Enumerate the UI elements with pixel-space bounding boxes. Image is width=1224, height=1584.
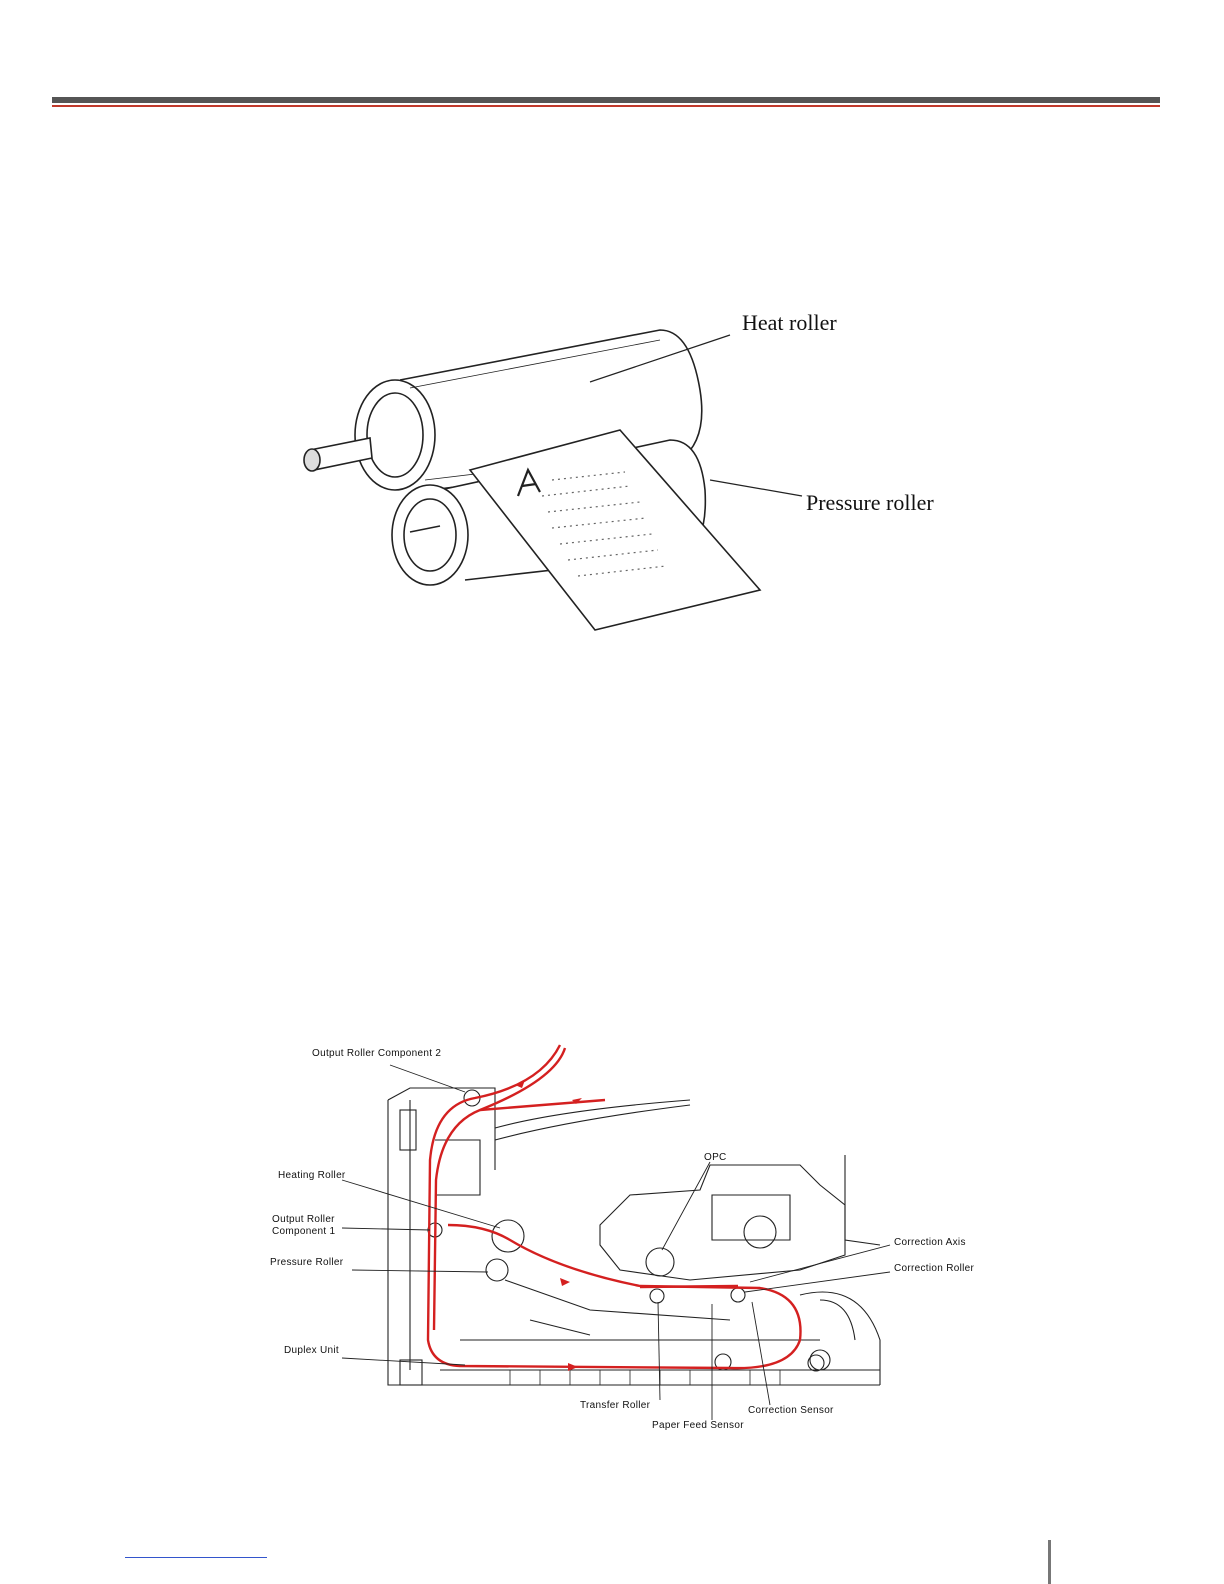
paper-feed-sensor-label: Paper Feed Sensor bbox=[652, 1420, 744, 1431]
correction-roller-label: Correction Roller bbox=[894, 1263, 974, 1274]
header-rule-red bbox=[52, 105, 1160, 107]
output-roller-2-label: Output Roller Component 2 bbox=[312, 1048, 441, 1059]
footer-link-underline[interactable] bbox=[125, 1557, 267, 1558]
pressure-roller-label: Pressure Roller bbox=[270, 1257, 343, 1268]
header-rule-dark bbox=[52, 97, 1160, 103]
correction-axis-label: Correction Axis bbox=[894, 1237, 966, 1248]
fuser-rollers-drawing bbox=[290, 300, 970, 640]
heating-roller-label: Heating Roller bbox=[278, 1170, 346, 1181]
heat-roller-label: Heat roller bbox=[742, 310, 837, 336]
pressure-roller-label: Pressure roller bbox=[806, 490, 934, 516]
opc-label: OPC bbox=[704, 1152, 727, 1163]
paper-path-figure: Output Roller Component 2 Heating Roller… bbox=[260, 1040, 1000, 1440]
fuser-rollers-figure: Heat roller Pressure roller bbox=[290, 300, 970, 640]
output-roller-1-label-line1: Output Roller bbox=[272, 1214, 335, 1225]
duplex-unit-label: Duplex Unit bbox=[284, 1345, 339, 1356]
footer-page-bar bbox=[1048, 1540, 1051, 1584]
output-roller-1-label-line2: Component 1 bbox=[272, 1226, 335, 1237]
paper-path-drawing bbox=[260, 1040, 1000, 1440]
transfer-roller-label: Transfer Roller bbox=[580, 1400, 650, 1411]
correction-sensor-label: Correction Sensor bbox=[748, 1405, 834, 1416]
